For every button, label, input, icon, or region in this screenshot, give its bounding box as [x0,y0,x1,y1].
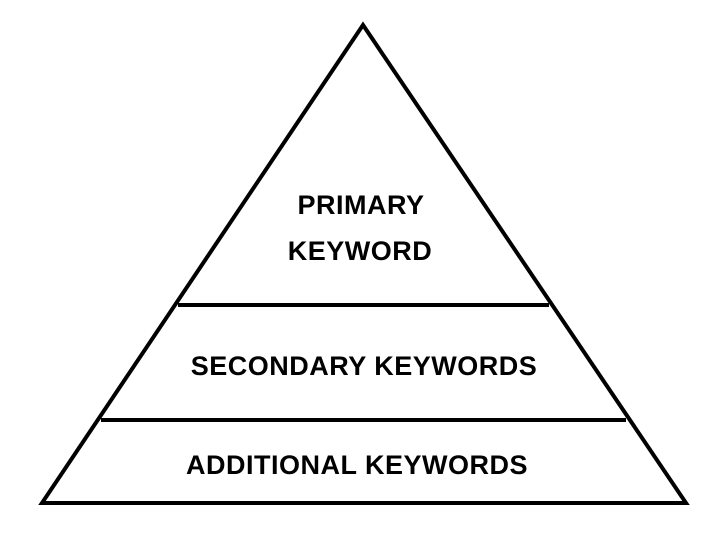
tier-additional-label: ADDITIONAL KEYWORDS [186,450,528,480]
tier-secondary: SECONDARY KEYWORDS [191,351,538,381]
tier-additional: ADDITIONAL KEYWORDS [186,450,528,480]
tier-primary: PRIMARY KEYWORD [288,190,433,266]
pyramid-outline [38,21,690,505]
tier-primary-label-line2: KEYWORD [288,236,433,266]
tier-secondary-label: SECONDARY KEYWORDS [191,351,538,381]
tier-primary-label-line1: PRIMARY [297,190,424,220]
